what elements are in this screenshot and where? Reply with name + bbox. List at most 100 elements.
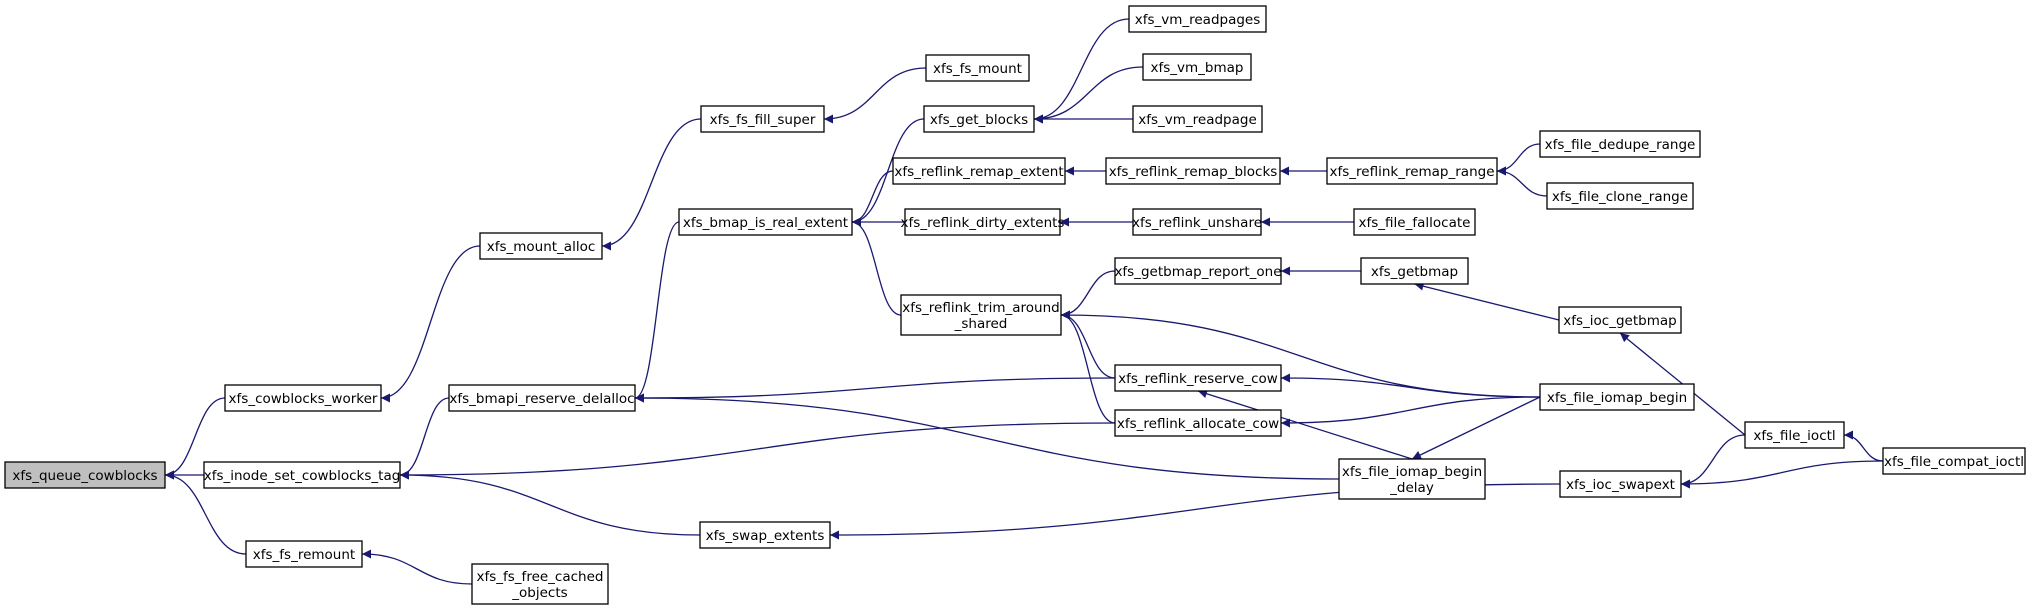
call-edge-n15-n12 — [851, 118, 925, 227]
node-box[interactable] — [699, 521, 831, 549]
call-edge-n31-n7 — [1280, 396, 1541, 428]
function-node-xfs-fs-mount[interactable]: xfs_fs_mount — [925, 54, 1030, 82]
node-label: xfs_file_fallocate — [1359, 215, 1471, 231]
node-label: xfs_inode_set_cowblocks_tag — [204, 468, 401, 484]
node-box[interactable] — [224, 384, 382, 412]
node-label: xfs_fs_free_cached — [477, 569, 604, 585]
function-node-xfs-inode-set-cowblocks-tag[interactable]: xfs_inode_set_cowblocks_tag — [203, 461, 401, 489]
function-node-xfs-bmapi-reserve-delalloc[interactable]: xfs_bmapi_reserve_delalloc — [448, 384, 636, 412]
function-node-xfs-getbmap[interactable]: xfs_getbmap — [1360, 257, 1469, 285]
node-box[interactable] — [245, 540, 363, 568]
node-label: xfs_ioc_swapext — [1566, 477, 1675, 493]
node-box[interactable] — [1326, 157, 1498, 185]
node-box[interactable] — [678, 208, 853, 236]
call-edge-n34-n33 — [1843, 430, 1884, 462]
node-box[interactable] — [1558, 306, 1682, 334]
node-label: xfs_queue_cowblocks — [12, 468, 157, 484]
node-label: xfs_file_compat_ioctl — [1884, 454, 2024, 470]
node-label: xfs_reflink_allocate_cow — [1117, 416, 1279, 432]
node-box[interactable] — [1114, 364, 1282, 392]
function-node-xfs-mount-alloc[interactable]: xfs_mount_alloc — [479, 232, 603, 260]
node-label: xfs_reflink_remap_blocks — [1109, 164, 1278, 180]
function-node-xfs-queue-cowblocks[interactable]: xfs_queue_cowblocks — [4, 461, 166, 489]
node-label: xfs_vm_readpage — [1138, 112, 1257, 128]
function-node-xfs-reflink-remap-blocks[interactable]: xfs_reflink_remap_blocks — [1105, 157, 1281, 185]
function-node-xfs-cowblocks-worker[interactable]: xfs_cowblocks_worker — [224, 384, 382, 412]
node-box[interactable] — [892, 157, 1066, 185]
call-edge-n7-n3 — [399, 422, 1116, 480]
node-box[interactable] — [1539, 383, 1695, 411]
node-box[interactable] — [4, 461, 166, 489]
call-edge-n24-n23 — [1496, 143, 1541, 176]
node-box[interactable] — [1539, 130, 1701, 158]
node-box[interactable] — [203, 461, 401, 489]
node-box[interactable] — [1338, 458, 1486, 500]
function-node-xfs-file-dedupe-range[interactable]: xfs_file_dedupe_range — [1539, 130, 1701, 158]
node-label: xfs_getbmap_report_one — [1114, 264, 1281, 280]
function-node-xfs-file-iomap-begin-delay[interactable]: xfs_file_iomap_begin_delay — [1338, 458, 1486, 500]
node-box[interactable] — [479, 232, 603, 260]
node-label: _objects — [511, 585, 567, 601]
node-box[interactable] — [1132, 208, 1262, 236]
node-box[interactable] — [1114, 257, 1282, 285]
node-box[interactable] — [1353, 208, 1476, 236]
node-box[interactable] — [1744, 421, 1845, 449]
node-label: xfs_vm_readpages — [1135, 12, 1261, 28]
function-node-xfs-ioc-swapext[interactable]: xfs_ioc_swapext — [1559, 470, 1682, 498]
function-node-xfs-reflink-allocate-cow[interactable]: xfs_reflink_allocate_cow — [1114, 409, 1282, 437]
node-box[interactable] — [1114, 409, 1282, 437]
node-label: xfs_get_blocks — [930, 112, 1028, 128]
function-node-xfs-file-fallocate[interactable]: xfs_file_fallocate — [1353, 208, 1476, 236]
function-node-xfs-swap-extents[interactable]: xfs_swap_extents — [699, 521, 831, 549]
function-node-xfs-file-iomap-begin[interactable]: xfs_file_iomap_begin — [1539, 383, 1695, 411]
function-node-xfs-bmap-is-real-extent[interactable]: xfs_bmap_is_real_extent — [678, 208, 853, 236]
function-node-xfs-reflink-unshare[interactable]: xfs_reflink_unshare — [1132, 208, 1262, 236]
node-box[interactable] — [1132, 105, 1263, 133]
node-box[interactable] — [1105, 157, 1281, 185]
node-label: xfs_fs_fill_super — [710, 112, 816, 128]
call-edge-n9-n4 — [361, 549, 473, 585]
node-box[interactable] — [471, 563, 609, 605]
call-edge-n30-n29 — [1414, 281, 1560, 321]
function-node-xfs-get-blocks[interactable]: xfs_get_blocks — [923, 105, 1035, 133]
node-box[interactable] — [923, 105, 1035, 133]
node-label: xfs_fs_remount — [253, 547, 355, 563]
function-node-xfs-vm-readpages[interactable]: xfs_vm_readpages — [1128, 5, 1267, 33]
call-edge-n13-n14 — [1197, 389, 1413, 460]
node-box[interactable] — [1128, 5, 1267, 33]
node-box[interactable] — [900, 294, 1062, 336]
function-node-xfs-reflink-reserve-cow[interactable]: xfs_reflink_reserve_cow — [1114, 364, 1282, 392]
node-label: xfs_reflink_reserve_cow — [1118, 371, 1278, 387]
node-box[interactable] — [925, 54, 1030, 82]
function-node-xfs-file-ioctl[interactable]: xfs_file_ioctl — [1744, 421, 1845, 449]
function-node-xfs-ioc-getbmap[interactable]: xfs_ioc_getbmap — [1558, 306, 1682, 334]
node-label: xfs_file_iomap_begin — [1547, 390, 1687, 406]
node-box[interactable] — [904, 208, 1061, 236]
call-edge-n28-n18 — [1060, 270, 1116, 320]
node-box[interactable] — [700, 105, 825, 133]
call-edge-n10-n5 — [601, 118, 702, 251]
call-edge-n34-n32 — [1680, 460, 1884, 489]
function-node-xfs-getbmap-report-one[interactable]: xfs_getbmap_report_one — [1114, 257, 1282, 285]
function-node-xfs-reflink-trim-around-shared[interactable]: xfs_reflink_trim_around_shared — [900, 294, 1062, 336]
function-node-xfs-reflink-remap-extent[interactable]: xfs_reflink_remap_extent — [892, 157, 1066, 185]
function-node-xfs-vm-bmap[interactable]: xfs_vm_bmap — [1142, 53, 1252, 81]
function-node-xfs-vm-readpage[interactable]: xfs_vm_readpage — [1132, 105, 1263, 133]
call-edge-n12-n6 — [634, 221, 680, 403]
function-node-xfs-file-clone-range[interactable]: xfs_file_clone_range — [1546, 182, 1694, 210]
function-node-xfs-reflink-dirty-extents[interactable]: xfs_reflink_dirty_extents — [901, 208, 1065, 236]
node-label: xfs_file_ioctl — [1753, 428, 1835, 444]
function-node-xfs-fs-fill-super[interactable]: xfs_fs_fill_super — [700, 105, 825, 133]
function-node-xfs-fs-remount[interactable]: xfs_fs_remount — [245, 540, 363, 568]
node-box[interactable] — [1360, 257, 1469, 285]
call-edge-n20-n15 — [1033, 66, 1144, 124]
function-node-xfs-reflink-remap-range[interactable]: xfs_reflink_remap_range — [1326, 157, 1498, 185]
node-box[interactable] — [1142, 53, 1252, 81]
node-box[interactable] — [448, 384, 636, 412]
function-node-xfs-file-compat-ioctl[interactable]: xfs_file_compat_ioctl — [1882, 447, 2026, 475]
node-box[interactable] — [1559, 470, 1682, 498]
call-edge-n13-n6 — [634, 393, 1340, 480]
function-node-xfs-fs-free-cached-objects[interactable]: xfs_fs_free_cached_objects — [471, 563, 609, 605]
node-box[interactable] — [1882, 447, 2026, 475]
node-box[interactable] — [1546, 182, 1694, 210]
